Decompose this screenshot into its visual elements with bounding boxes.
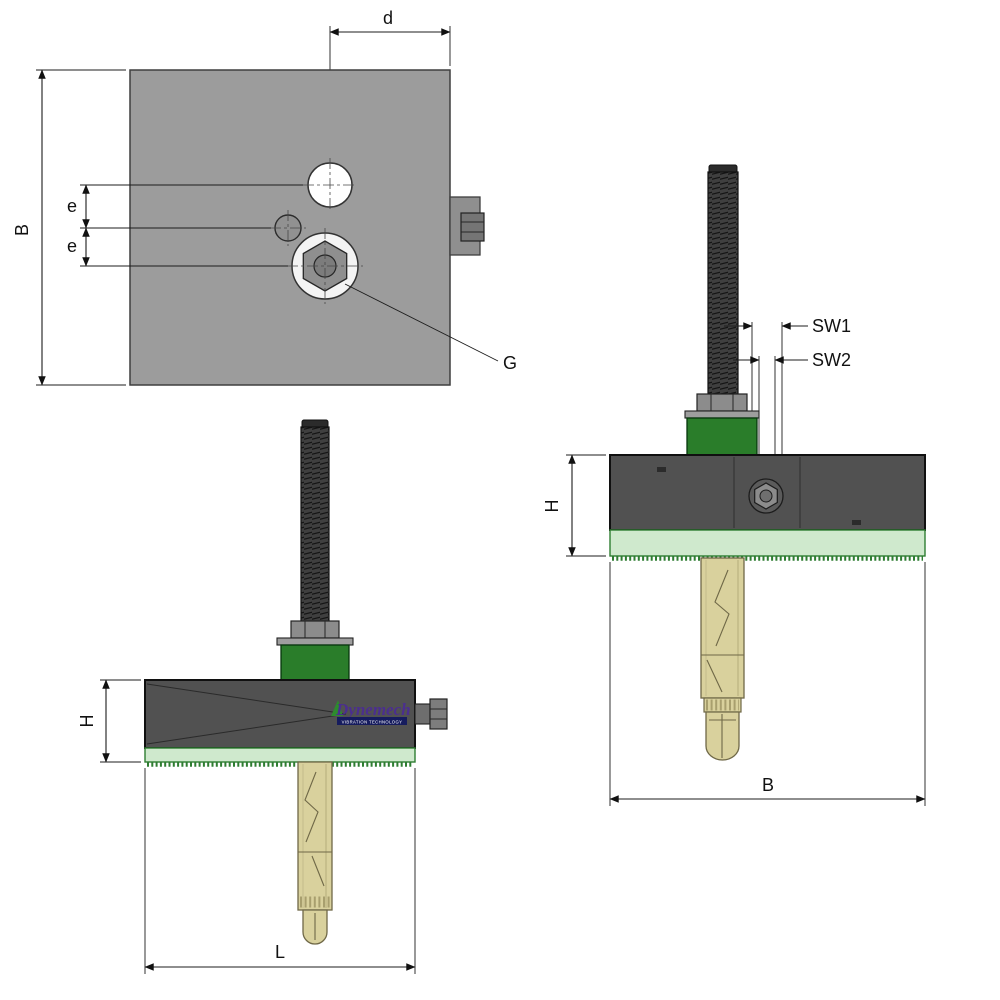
front-lock-nut <box>290 620 340 639</box>
front-view: Dynemech VIBRATION TECHNOLOGY <box>77 419 448 974</box>
side-threaded-stud <box>707 164 739 395</box>
dim-label-SW2: SW2 <box>812 350 851 370</box>
logo-triangle-icon <box>331 700 343 716</box>
side-washer <box>684 410 760 419</box>
front-pad <box>144 747 416 767</box>
dimension-H-front: H <box>77 679 141 763</box>
dimension-L: L <box>144 768 416 974</box>
dim-label-SW1: SW1 <box>812 316 851 336</box>
side-hex-screw-head <box>748 478 784 514</box>
anchor-hole <box>303 158 357 212</box>
front-elastomer-bush <box>280 644 350 681</box>
dim-label-L: L <box>275 942 285 962</box>
dimension-e-pair: e e <box>67 184 303 267</box>
dim-label-e-lower: e <box>67 236 77 256</box>
side-housing <box>609 454 926 531</box>
pilot-hole <box>270 210 306 246</box>
callout-G: G <box>344 283 517 373</box>
logo-brand-text: Dynemech <box>335 700 411 719</box>
dim-label-H-front: H <box>77 715 97 728</box>
front-threaded-stud <box>300 419 330 624</box>
side-view: SW1 SW2 <box>542 164 926 806</box>
dimension-B-top: B <box>12 69 126 386</box>
top-view: d B <box>12 8 517 386</box>
front-anchor-bolt <box>297 761 333 945</box>
front-side-bolt <box>414 698 448 730</box>
side-anchor-bolt <box>700 557 745 761</box>
dimension-B-side: B <box>609 562 926 806</box>
front-washer <box>276 637 354 646</box>
side-bolt-top-view <box>449 196 485 256</box>
leveling-bolt-top-view <box>287 228 363 304</box>
dim-label-G: G <box>503 353 517 373</box>
logo-tagline-text: VIBRATION TECHNOLOGY <box>342 719 403 724</box>
dim-label-H-side: H <box>542 500 562 513</box>
dimension-H-side: H <box>542 454 606 557</box>
dim-label-B-side: B <box>762 775 774 795</box>
side-lock-nut <box>696 393 748 412</box>
dim-label-e-upper: e <box>67 196 77 216</box>
side-elastomer-bush <box>686 417 758 456</box>
dim-label-d: d <box>383 8 393 28</box>
dimension-SW2: SW2 <box>733 350 851 481</box>
dimension-SW1: SW1 <box>724 316 851 477</box>
side-pad <box>609 529 926 561</box>
brand-logo: Dynemech VIBRATION TECHNOLOGY <box>331 700 411 725</box>
dim-label-B-top: B <box>12 224 32 236</box>
